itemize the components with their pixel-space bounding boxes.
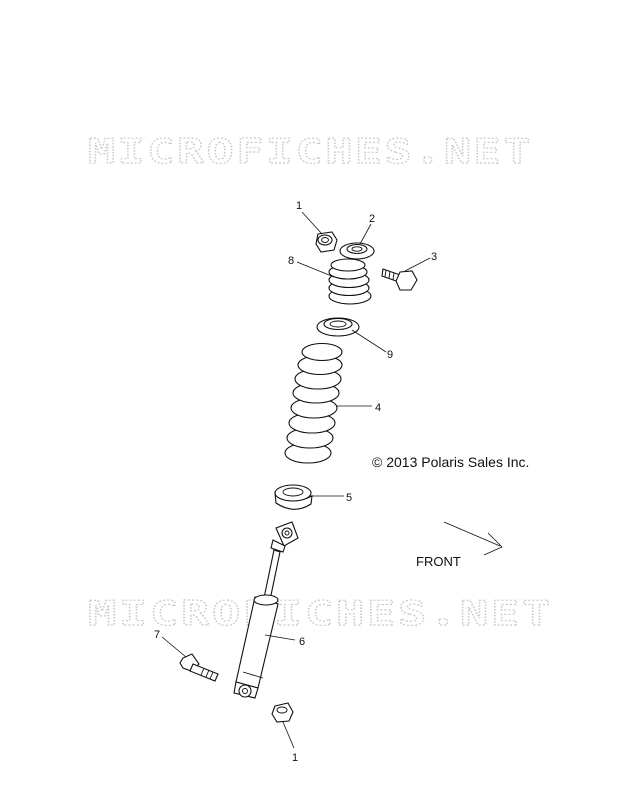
callout-1-top: 1	[296, 200, 302, 212]
watermark-top: MICROFICHES.NET	[88, 132, 533, 172]
front-arrow-icon	[443, 521, 503, 556]
callout-1-bottom: 1	[292, 752, 298, 764]
lower-seat-icon	[274, 484, 313, 510]
retainer-icon	[339, 242, 375, 260]
callout-7: 7	[154, 629, 160, 641]
callout-5: 5	[346, 492, 352, 504]
copyright-text: © 2013 Polaris Sales Inc.	[372, 454, 529, 470]
callout-9: 9	[387, 349, 393, 361]
shock-absorber-icon	[233, 521, 299, 699]
watermark-bottom: MICROFICHES.NET	[88, 594, 553, 634]
nut-top-icon	[315, 231, 338, 253]
main-spring-icon	[284, 342, 343, 464]
bolt-top-icon	[381, 268, 418, 291]
callout-6: 6	[299, 636, 305, 648]
nut-bottom-icon	[271, 702, 294, 723]
front-label: FRONT	[416, 554, 461, 569]
callout-3: 3	[431, 251, 437, 263]
bolt-bottom-icon	[179, 653, 219, 682]
callout-2: 2	[369, 213, 375, 225]
leader-lines	[161, 211, 431, 749]
spring-seat-icon	[316, 317, 360, 337]
tender-spring-icon	[328, 258, 372, 305]
callout-8: 8	[288, 255, 294, 267]
callout-4: 4	[375, 402, 381, 414]
